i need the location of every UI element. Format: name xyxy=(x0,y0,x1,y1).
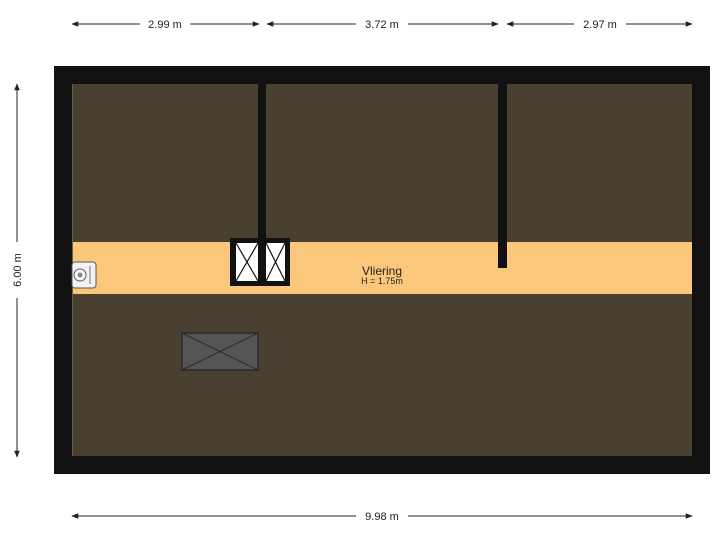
skylight-window-icon xyxy=(230,238,290,286)
roof-beam-right xyxy=(498,84,507,268)
dimension-label: 6.00 m xyxy=(12,253,24,287)
dimension-label: 2.99 m xyxy=(148,19,182,31)
floor-full-height-strip xyxy=(72,242,692,294)
top-dimension-right: 2.97 m xyxy=(506,19,693,31)
top-dimension-left: 2.99 m xyxy=(71,19,260,31)
room-name: Vliering xyxy=(362,264,402,278)
dimension-label: 3.72 m xyxy=(365,19,399,31)
boiler-icon xyxy=(71,261,97,289)
bottom-dimension: 9.98 m xyxy=(71,511,693,523)
top-dimension-middle: 3.72 m xyxy=(266,19,499,31)
loft-hatch-icon xyxy=(181,332,259,371)
room-height: H = 1.75m xyxy=(361,276,403,286)
dimension-label: 9.98 m xyxy=(365,511,399,523)
left-dimension: 6.00 m xyxy=(12,83,24,458)
dimension-label: 2.97 m xyxy=(583,19,617,31)
roof-beam-left xyxy=(258,84,266,242)
